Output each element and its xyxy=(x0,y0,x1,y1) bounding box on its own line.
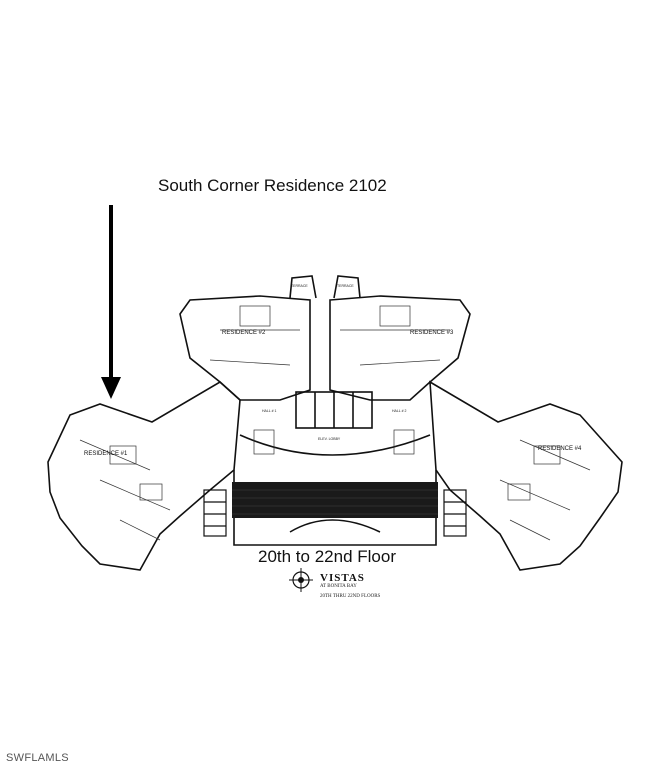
residence-3-outline xyxy=(329,295,471,401)
hall-1-label: HALL # 1 xyxy=(262,409,277,413)
logo-floors: 20TH THRU 22ND FLOORS xyxy=(320,594,381,599)
arrow-down-icon xyxy=(101,205,121,399)
residence-2-label: RESIDENCE #2 xyxy=(222,330,266,336)
residence-3-label: RESIDENCE #3 xyxy=(410,330,454,336)
watermark: SWFLAMLS xyxy=(6,752,69,764)
floor-label: 20th to 22nd Floor xyxy=(258,547,396,566)
terrace-right xyxy=(333,275,361,299)
terrace-left-label: TERRACE xyxy=(291,284,308,288)
corridor-hatch xyxy=(232,482,438,518)
page-title: South Corner Residence 2102 xyxy=(158,176,387,195)
elevator-lobby xyxy=(239,434,431,456)
residence-1-label: RESIDENCE #1 xyxy=(84,451,128,457)
terrace-left xyxy=(289,275,317,299)
residence-1-outline xyxy=(47,381,241,571)
residence-4-label: RESIDENCE #4 xyxy=(538,446,582,452)
residence-4-outline xyxy=(429,380,623,571)
hall-2-label: HALL # 2 xyxy=(392,409,407,413)
compass-icon xyxy=(289,568,313,592)
terrace-right-label: TERRACE xyxy=(337,284,354,288)
floor-plan: RESIDENCE #1 RESIDENCE #2 RESIDENCE #3 R… xyxy=(47,275,623,571)
stair-right xyxy=(443,489,467,537)
residence-2-outline xyxy=(179,295,311,401)
elevator-lobby-label: ELEV. LOBBY xyxy=(318,437,341,441)
logo-name: VISTAS xyxy=(320,572,365,584)
logo-subtitle: AT BONITA BAY xyxy=(320,584,357,589)
vistas-logo: VISTAS AT BONITA BAY 20TH THRU 22ND FLOO… xyxy=(288,567,408,607)
stair-left xyxy=(203,489,227,537)
